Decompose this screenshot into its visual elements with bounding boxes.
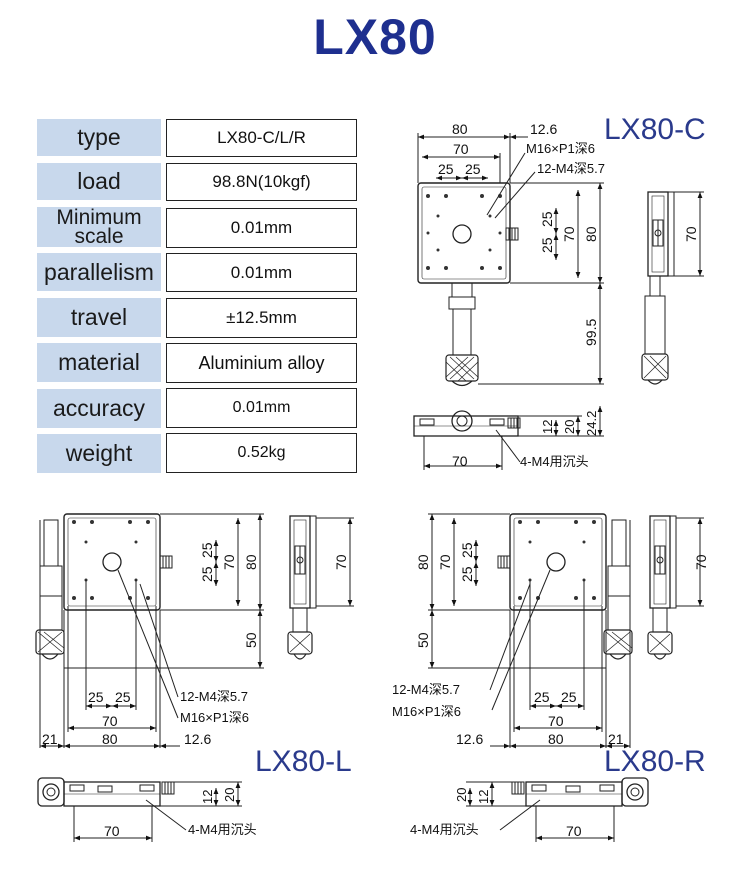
dim-24-2: 24.2 (584, 411, 599, 436)
dim-12: 12 (540, 420, 555, 434)
dim-labels-lx80-r: 25 25 70 80 50 70 25 25 70 80 21 12.6 12… (392, 542, 709, 839)
dim-25: 25 (115, 689, 131, 705)
dim-25: 25 (459, 566, 475, 582)
drawing-lx80-c (413, 133, 704, 470)
dim-80: 80 (243, 554, 259, 570)
dim-80: 80 (102, 731, 118, 747)
spec-label-weight: weight (37, 434, 161, 473)
spec-value-weight: 0.52kg (166, 433, 357, 473)
dim-70: 70 (452, 453, 468, 469)
dim-70: 70 (566, 823, 582, 839)
callout-holes: 12-M4深5.7 (537, 161, 605, 176)
spec-label-load: load (37, 163, 161, 200)
drawing-lx80-l (35, 513, 354, 842)
dim-25: 25 (534, 689, 550, 705)
dim-21: 21 (608, 731, 624, 747)
callout-holes: 12-M4深5.7 (392, 682, 460, 697)
model-label-l: LX80-L (255, 745, 352, 778)
dim-70: 70 (104, 823, 120, 839)
dim-80: 80 (548, 731, 564, 747)
drawing-lx80-r (428, 513, 704, 842)
dim-25: 25 (561, 689, 577, 705)
dim-12: 12 (476, 790, 491, 804)
dim-12: 12 (200, 790, 215, 804)
spec-label-accuracy: accuracy (37, 389, 161, 428)
dim-70: 70 (561, 226, 577, 242)
dim-20: 20 (454, 788, 469, 802)
model-label-r: LX80-R (604, 745, 706, 778)
dim-50: 50 (243, 632, 259, 648)
dim-70: 70 (333, 554, 349, 570)
spec-value-minimum-scale: 0.01mm (166, 208, 357, 248)
dim-80: 80 (415, 554, 431, 570)
callout-counterbore: 4-M4用沉头 (410, 822, 479, 837)
callout-counterbore: 4-M4用沉头 (188, 822, 257, 837)
callout-thread: M16×P1深6 (526, 141, 595, 156)
spec-label-minimum-scale: Minimum scale (37, 207, 161, 247)
dim-70: 70 (693, 554, 709, 570)
dim-12-6: 12.6 (456, 731, 483, 747)
dim-25: 25 (199, 542, 215, 558)
dim-12-6: 12.6 (530, 121, 557, 137)
callout-thread: M16×P1深6 (180, 710, 249, 725)
spec-label-parallelism: parallelism (37, 253, 161, 291)
callout-holes: 12-M4深5.7 (180, 689, 248, 704)
dim-70: 70 (437, 554, 453, 570)
dim-25: 25 (438, 161, 454, 177)
mounting-holes (426, 194, 502, 270)
dim-70: 70 (453, 141, 469, 157)
dim-25: 25 (199, 566, 215, 582)
dim-50: 50 (415, 632, 431, 648)
model-label-c: LX80-C (604, 113, 706, 146)
spec-label-material: material (37, 343, 161, 382)
dim-25: 25 (88, 689, 104, 705)
callout-counterbore: 4-M4用沉头 (520, 454, 589, 469)
dim-25: 25 (539, 237, 555, 253)
spec-label-type: type (37, 119, 161, 156)
spec-value-material: Aluminium alloy (166, 343, 357, 383)
dim-99-5: 99.5 (583, 319, 599, 346)
dim-70: 70 (548, 713, 564, 729)
dim-12-6: 12.6 (184, 731, 211, 747)
dim-20: 20 (222, 788, 237, 802)
page-title: LX80 (313, 9, 437, 65)
spec-value-load: 98.8N(10kgf) (166, 163, 357, 201)
spec-value-accuracy: 0.01mm (166, 388, 357, 428)
dim-70: 70 (102, 713, 118, 729)
dim-25: 25 (539, 211, 555, 227)
dim-80: 80 (583, 226, 599, 242)
spec-value-travel: ±12.5mm (166, 298, 357, 338)
dim-25: 25 (459, 542, 475, 558)
dim-25: 25 (465, 161, 481, 177)
spec-value-parallelism: 0.01mm (166, 253, 357, 292)
dim-labels-lx80-c: 80 12.6 70 25 25 M16×P1深6 12-M4深5.7 25 2… (438, 121, 699, 469)
spec-label-travel: travel (37, 298, 161, 337)
dim-21: 21 (42, 731, 58, 747)
dim-70: 70 (221, 554, 237, 570)
dim-80: 80 (452, 121, 468, 137)
callout-thread: M16×P1深6 (392, 704, 461, 719)
dim-labels-lx80-l: 25 25 70 80 50 70 25 25 70 80 21 12.6 12… (42, 542, 349, 839)
dim-70: 70 (683, 226, 699, 242)
dim-20: 20 (562, 420, 577, 434)
spec-value-type: LX80-C/L/R (166, 119, 357, 157)
